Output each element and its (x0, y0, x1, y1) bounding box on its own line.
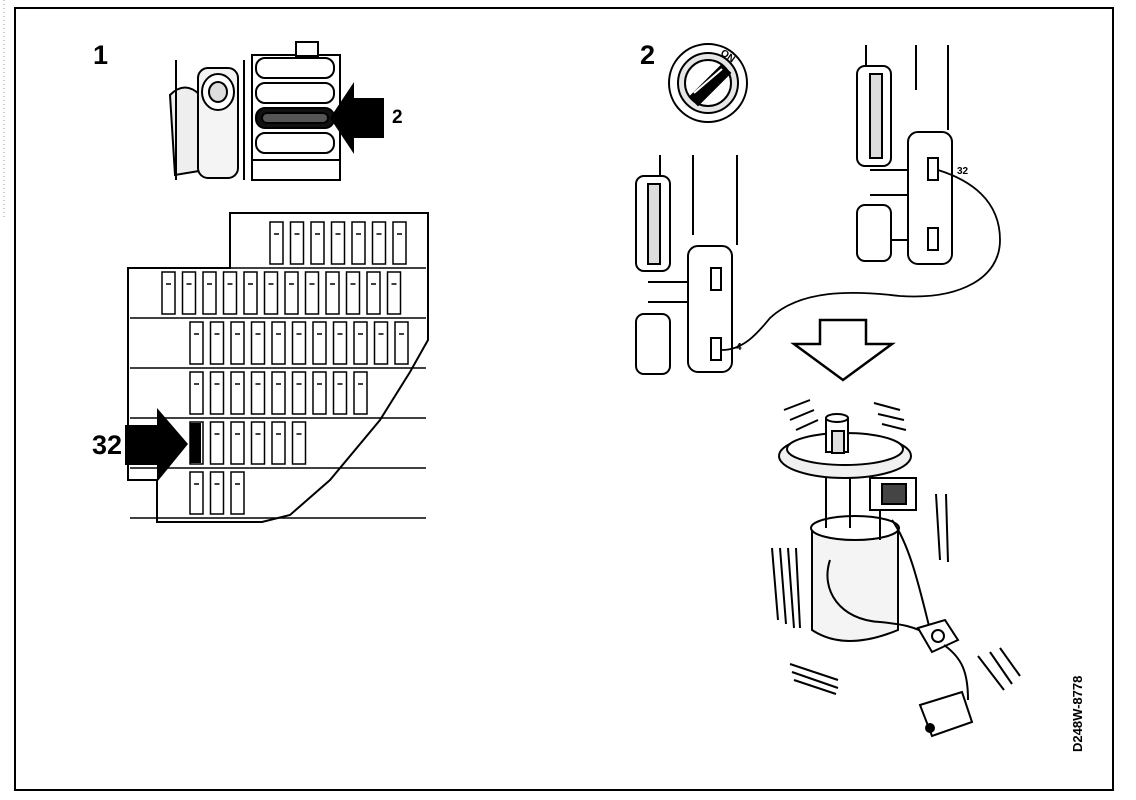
terminal-4-label: 4 (736, 342, 742, 353)
fuse-slot (189, 471, 204, 515)
relay-callout-label: 2 (392, 107, 403, 128)
ignition-switch-icon (668, 43, 748, 123)
fuse-slot (209, 321, 225, 365)
fuse-slot (312, 321, 327, 365)
fuse-slot (250, 421, 266, 465)
fuse-slot (332, 371, 348, 415)
fuse-slot (230, 371, 245, 415)
fuse-slot-upper (856, 45, 953, 265)
fuse-slot (250, 321, 266, 365)
fuse-slot (263, 271, 279, 315)
fuse-slot (250, 371, 266, 415)
fuse-pointer-arrow (125, 408, 188, 482)
fuse-slot (394, 321, 409, 365)
fuse-slot (222, 271, 238, 315)
fuse-slot (392, 221, 407, 265)
relay-panel-illustration (168, 41, 346, 181)
down-arrow (790, 318, 896, 382)
fuse-slot (291, 421, 307, 465)
fuse-slot (181, 271, 197, 315)
fuse-slot (289, 221, 305, 265)
jumper-wire (721, 169, 1001, 351)
fuse-slot (209, 471, 225, 515)
page-border (14, 7, 1114, 791)
fuse-slot (161, 271, 176, 315)
fuse-slot (325, 271, 340, 315)
fuse-slot (271, 321, 286, 365)
fuse-slot (330, 221, 346, 265)
fuel-pump-assembly (778, 413, 974, 738)
fuse-slot (310, 221, 325, 265)
fuse-slot (291, 321, 307, 365)
step-2-number: 2 (640, 40, 656, 70)
terminal-32-label: 32 (957, 166, 969, 177)
fuse-slot (366, 271, 381, 315)
fuse-slot (271, 421, 286, 465)
fuse-slot (230, 321, 245, 365)
fuse-slot (209, 371, 225, 415)
fuse-slot (291, 371, 307, 415)
fuse-slot (269, 221, 284, 265)
fuse-slot (284, 271, 299, 315)
fuse-slot (353, 371, 368, 415)
fuse-slot (304, 271, 320, 315)
figure-code: D248W-8778 (1070, 675, 1085, 752)
fuse-slot (353, 321, 368, 365)
fuse-slot (230, 421, 245, 465)
fuse-slot (332, 321, 348, 365)
fuse-slot (189, 321, 204, 365)
fuse-32-highlight (190, 423, 201, 463)
step-1-number: 1 (93, 40, 109, 70)
fuse-slot (351, 221, 366, 265)
fuse-slot (230, 471, 245, 515)
fuse-callout-label: 32 (92, 430, 123, 460)
fuse-slot (189, 371, 204, 415)
fuse-slot (386, 271, 402, 315)
fuse-slot (202, 271, 217, 315)
vibration-marks (771, 399, 1021, 695)
fuse-slot (373, 321, 389, 365)
fuse-slot (312, 371, 327, 415)
fuse-slot (345, 271, 361, 315)
fuse-slot (209, 421, 225, 465)
relay-pointer-arrow (330, 82, 384, 154)
fuse-slot (371, 221, 387, 265)
fuse-slot (271, 371, 286, 415)
fuse-slot-lower (635, 155, 738, 375)
fuse-grid (130, 221, 426, 519)
fuse-slot (243, 271, 258, 315)
